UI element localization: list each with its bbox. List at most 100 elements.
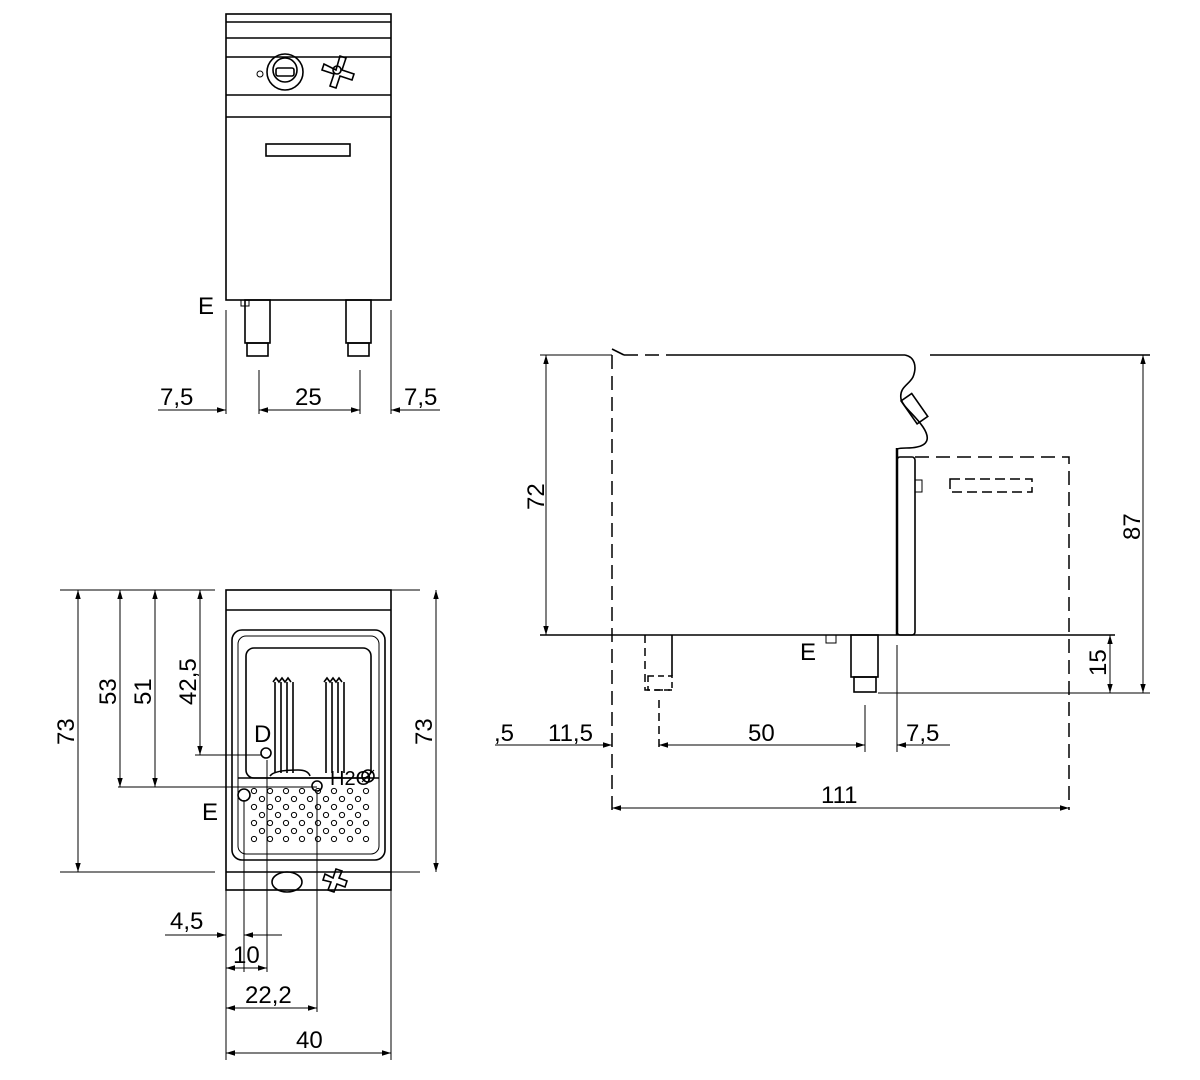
dim-4-5: 4,5 (170, 908, 203, 935)
perforation-hole (338, 811, 346, 819)
side-view: E 72 87 15 ,5 11,5 50 7,5 111 (494, 348, 1150, 811)
perforation-hole (258, 811, 266, 819)
front-controls-icon (271, 867, 349, 894)
front-panel (896, 456, 916, 636)
dim-7-5-left: 7,5 (160, 384, 193, 411)
perforation-hole (250, 819, 258, 827)
perforation-hole (266, 835, 274, 843)
dim-7-5: 7,5 (906, 720, 939, 747)
dim-73-left: 73 (53, 718, 80, 745)
perforation-hole (346, 835, 354, 843)
perforation-hole (354, 827, 362, 835)
height-dimensions: 72 87 15 (523, 354, 1146, 693)
front-view: E 7,5 25 7,5 (158, 13, 440, 414)
perforation-hole (306, 795, 314, 803)
dim-53: 53 (95, 678, 122, 705)
perforation-hole (266, 787, 274, 795)
door-handle (265, 143, 351, 157)
perforation-hole (346, 819, 354, 827)
height-dimensions: 73 53 51 42,5 73 (53, 589, 439, 873)
perforation-hole (290, 827, 298, 835)
perforation-hole (362, 803, 370, 811)
basin-outer (231, 629, 386, 861)
dim-7-5-right: 7,5 (404, 384, 437, 411)
earth-point-e (237, 788, 251, 802)
perforation-hole (322, 811, 330, 819)
dim-5: ,5 (494, 720, 514, 747)
label-e: E (202, 799, 218, 826)
dim-11-5: 11,5 (548, 720, 593, 747)
perforation-hole (362, 787, 370, 795)
dim-25: 25 (295, 384, 322, 411)
top-view: D E H2O 73 53 51 42,5 73 (53, 589, 439, 1060)
perforation-hole (274, 811, 282, 819)
label-e: E (800, 639, 816, 666)
perforation-hole (330, 787, 338, 795)
perforation-hole (314, 803, 322, 811)
dim-15: 15 (1085, 649, 1112, 676)
perforation-hole (346, 803, 354, 811)
perforation-hole (298, 819, 306, 827)
perforation-hole (290, 811, 298, 819)
width-dimensions: 7,5 25 7,5 (158, 310, 440, 414)
perforation-hole (354, 811, 362, 819)
label-d: D (254, 721, 271, 748)
heating-elements (269, 676, 345, 777)
cabinet-outline (225, 13, 392, 301)
perforation-hole (314, 819, 322, 827)
perforation-hole (322, 827, 330, 835)
perforation-hole (298, 835, 306, 843)
label-e: E (198, 293, 214, 320)
lid-profile (896, 354, 929, 457)
perforation-hole (338, 795, 346, 803)
dim-87: 87 (1119, 513, 1146, 540)
perforation-hole (250, 835, 258, 843)
dim-51: 51 (130, 678, 157, 705)
perforation-hole (330, 819, 338, 827)
perforation-hole (314, 835, 322, 843)
perforation-hole (250, 803, 258, 811)
dim-72: 72 (523, 483, 550, 510)
perforation-hole (362, 819, 370, 827)
perforation-hole (282, 819, 290, 827)
perforation-hole (346, 787, 354, 795)
dim-22-2: 22,2 (245, 982, 292, 1009)
perforation-hole (306, 827, 314, 835)
perforation-hole (306, 811, 314, 819)
perforation-hole (330, 835, 338, 843)
open-door-outline (915, 456, 1070, 810)
perforation-hole (266, 819, 274, 827)
perforation-hole (290, 795, 298, 803)
perforation-hole (298, 803, 306, 811)
drain-point-d (260, 747, 272, 759)
legs (244, 299, 372, 357)
perforation-hole (266, 803, 274, 811)
water-inlet-point (311, 780, 323, 792)
depth-dimensions: ,5 11,5 50 7,5 111 (494, 720, 1069, 811)
perforation-hole (362, 835, 370, 843)
perforation-hole (322, 795, 330, 803)
label-h2o: H2O (330, 768, 371, 790)
dim-73-right: 73 (411, 718, 438, 745)
perforation-hole (274, 827, 282, 835)
dim-50: 50 (748, 720, 775, 747)
thermostat-knob-icon (256, 53, 304, 91)
perforation-hole (338, 827, 346, 835)
perforation-hole (282, 803, 290, 811)
dim-111: 111 (821, 782, 857, 809)
perforation-hole (354, 795, 362, 803)
basket-perforations (250, 787, 370, 843)
lid-handle (899, 392, 929, 426)
perforation-hole (258, 827, 266, 835)
dim-42-5: 42,5 (175, 658, 202, 705)
perforation-hole (250, 787, 258, 795)
dim-10: 10 (233, 942, 260, 969)
perforation-hole (298, 787, 306, 795)
perforation-hole (274, 795, 282, 803)
dim-40: 40 (296, 1027, 323, 1054)
width-dimensions: 4,5 10 22,2 40 (165, 760, 392, 1060)
water-symbol (361, 769, 375, 783)
perforation-hole (330, 803, 338, 811)
perforation-hole (258, 795, 266, 803)
